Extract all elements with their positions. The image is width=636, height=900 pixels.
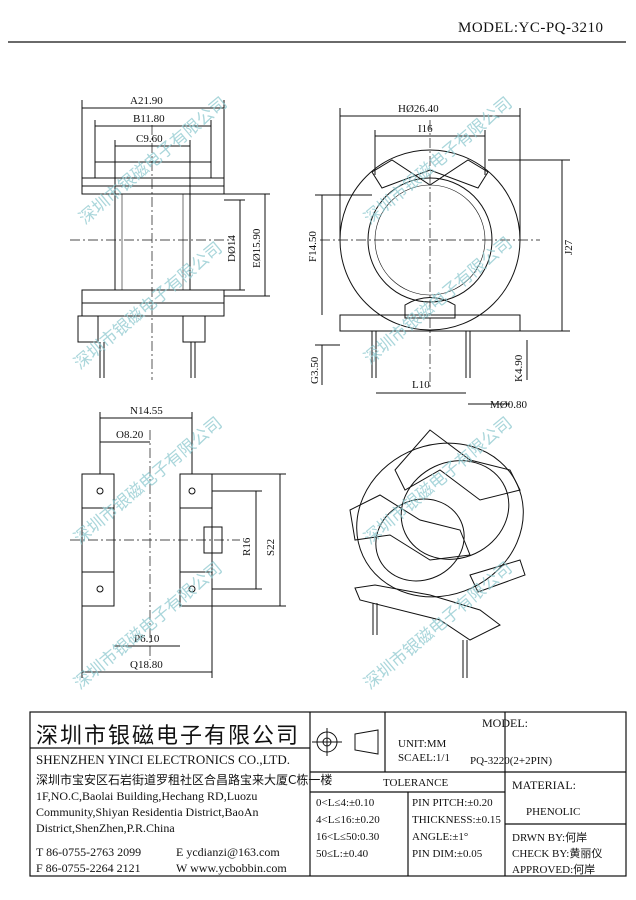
dim-m: MØ0.80 [490, 399, 527, 411]
dim-e: EØ15.90 [251, 228, 263, 268]
bottom-view [70, 412, 286, 678]
material-label: MATERIAL: [512, 778, 576, 792]
model-label: MODEL: [482, 716, 528, 730]
drawing-model-title: MODEL:YC-PQ-3210 [458, 20, 604, 36]
dim-q: Q18.80 [130, 659, 163, 671]
side-view [70, 100, 270, 380]
address-line: District,ShenZhen,P.R.China [36, 821, 175, 835]
email: E ycdianzi@163.com [176, 845, 280, 859]
tolerance-row: PIN PITCH:±0.20 [412, 797, 493, 809]
tolerance-row: 16<L≤50:0.30 [316, 831, 380, 843]
dim-h: HØ26.40 [398, 103, 439, 115]
approved-by: APPROVED:何岸 [512, 864, 596, 876]
dim-i: I16 [418, 123, 433, 135]
tolerance-row: 50≤L:±0.40 [316, 848, 369, 860]
website: W www.ycbobbin.com [176, 861, 287, 875]
tolerance-row: 0<L≤4:±0.10 [316, 797, 375, 809]
address-line: 1F,NO.C,Baolai Building,Hechang RD,Luozu [36, 789, 258, 803]
scale-label: SCAEL:1/1 [398, 752, 450, 764]
tolerance-row: ANGLE:±1° [412, 831, 469, 843]
checked-by: CHECK BY:黄丽仪 [512, 848, 603, 860]
dim-o: O8.20 [116, 429, 144, 441]
tolerance-row: 4<L≤16:±0.20 [316, 814, 380, 826]
drawn-by: DRWN BY:何岸 [512, 832, 588, 844]
tolerance-row: THICKNESS:±0.15 [412, 814, 501, 826]
tolerance-row: PIN DIM:±0.05 [412, 848, 483, 860]
fax: F 86-0755-2264 2121 [36, 861, 141, 875]
isometric-view [349, 429, 526, 678]
dim-k: K4.90 [513, 354, 525, 382]
dim-c: C9.60 [136, 133, 163, 145]
dim-j: J27 [563, 239, 575, 255]
projection-symbol-icon [312, 728, 379, 756]
front-view [315, 108, 570, 405]
company-name-en: SHENZHEN YINCI ELECTRONICS CO.,LTD. [36, 752, 290, 767]
dim-g: G3.50 [309, 356, 321, 384]
address-line-cn: 深圳市宝安区石岩街道罗租社区合昌路宝来大厦C栋一楼 [36, 773, 333, 787]
model-value: PQ-3220(2+2PIN) [470, 755, 552, 767]
dim-s: S22 [265, 539, 277, 556]
dim-r: R16 [241, 537, 253, 556]
title-block-frame [29, 711, 627, 877]
company-name-cn: 深圳市银磁电子有限公司 [36, 724, 301, 749]
dim-b: B11.80 [133, 113, 165, 125]
dim-f: F14.50 [307, 231, 319, 262]
tolerance-title: TOLERANCE [383, 777, 449, 789]
dim-a: A21.90 [130, 95, 163, 107]
dim-d: DØ14 [226, 235, 238, 262]
material-value: PHENOLIC [526, 806, 581, 818]
dim-n: N14.55 [130, 405, 163, 417]
unit-label: UNIT:MM [398, 738, 447, 750]
dim-l: L10 [412, 379, 430, 391]
address-line: Community,Shiyan Residentia District,Bao… [36, 805, 259, 819]
telephone: T 86-0755-2763 2099 [36, 845, 142, 859]
dim-p: P6.10 [134, 633, 160, 645]
